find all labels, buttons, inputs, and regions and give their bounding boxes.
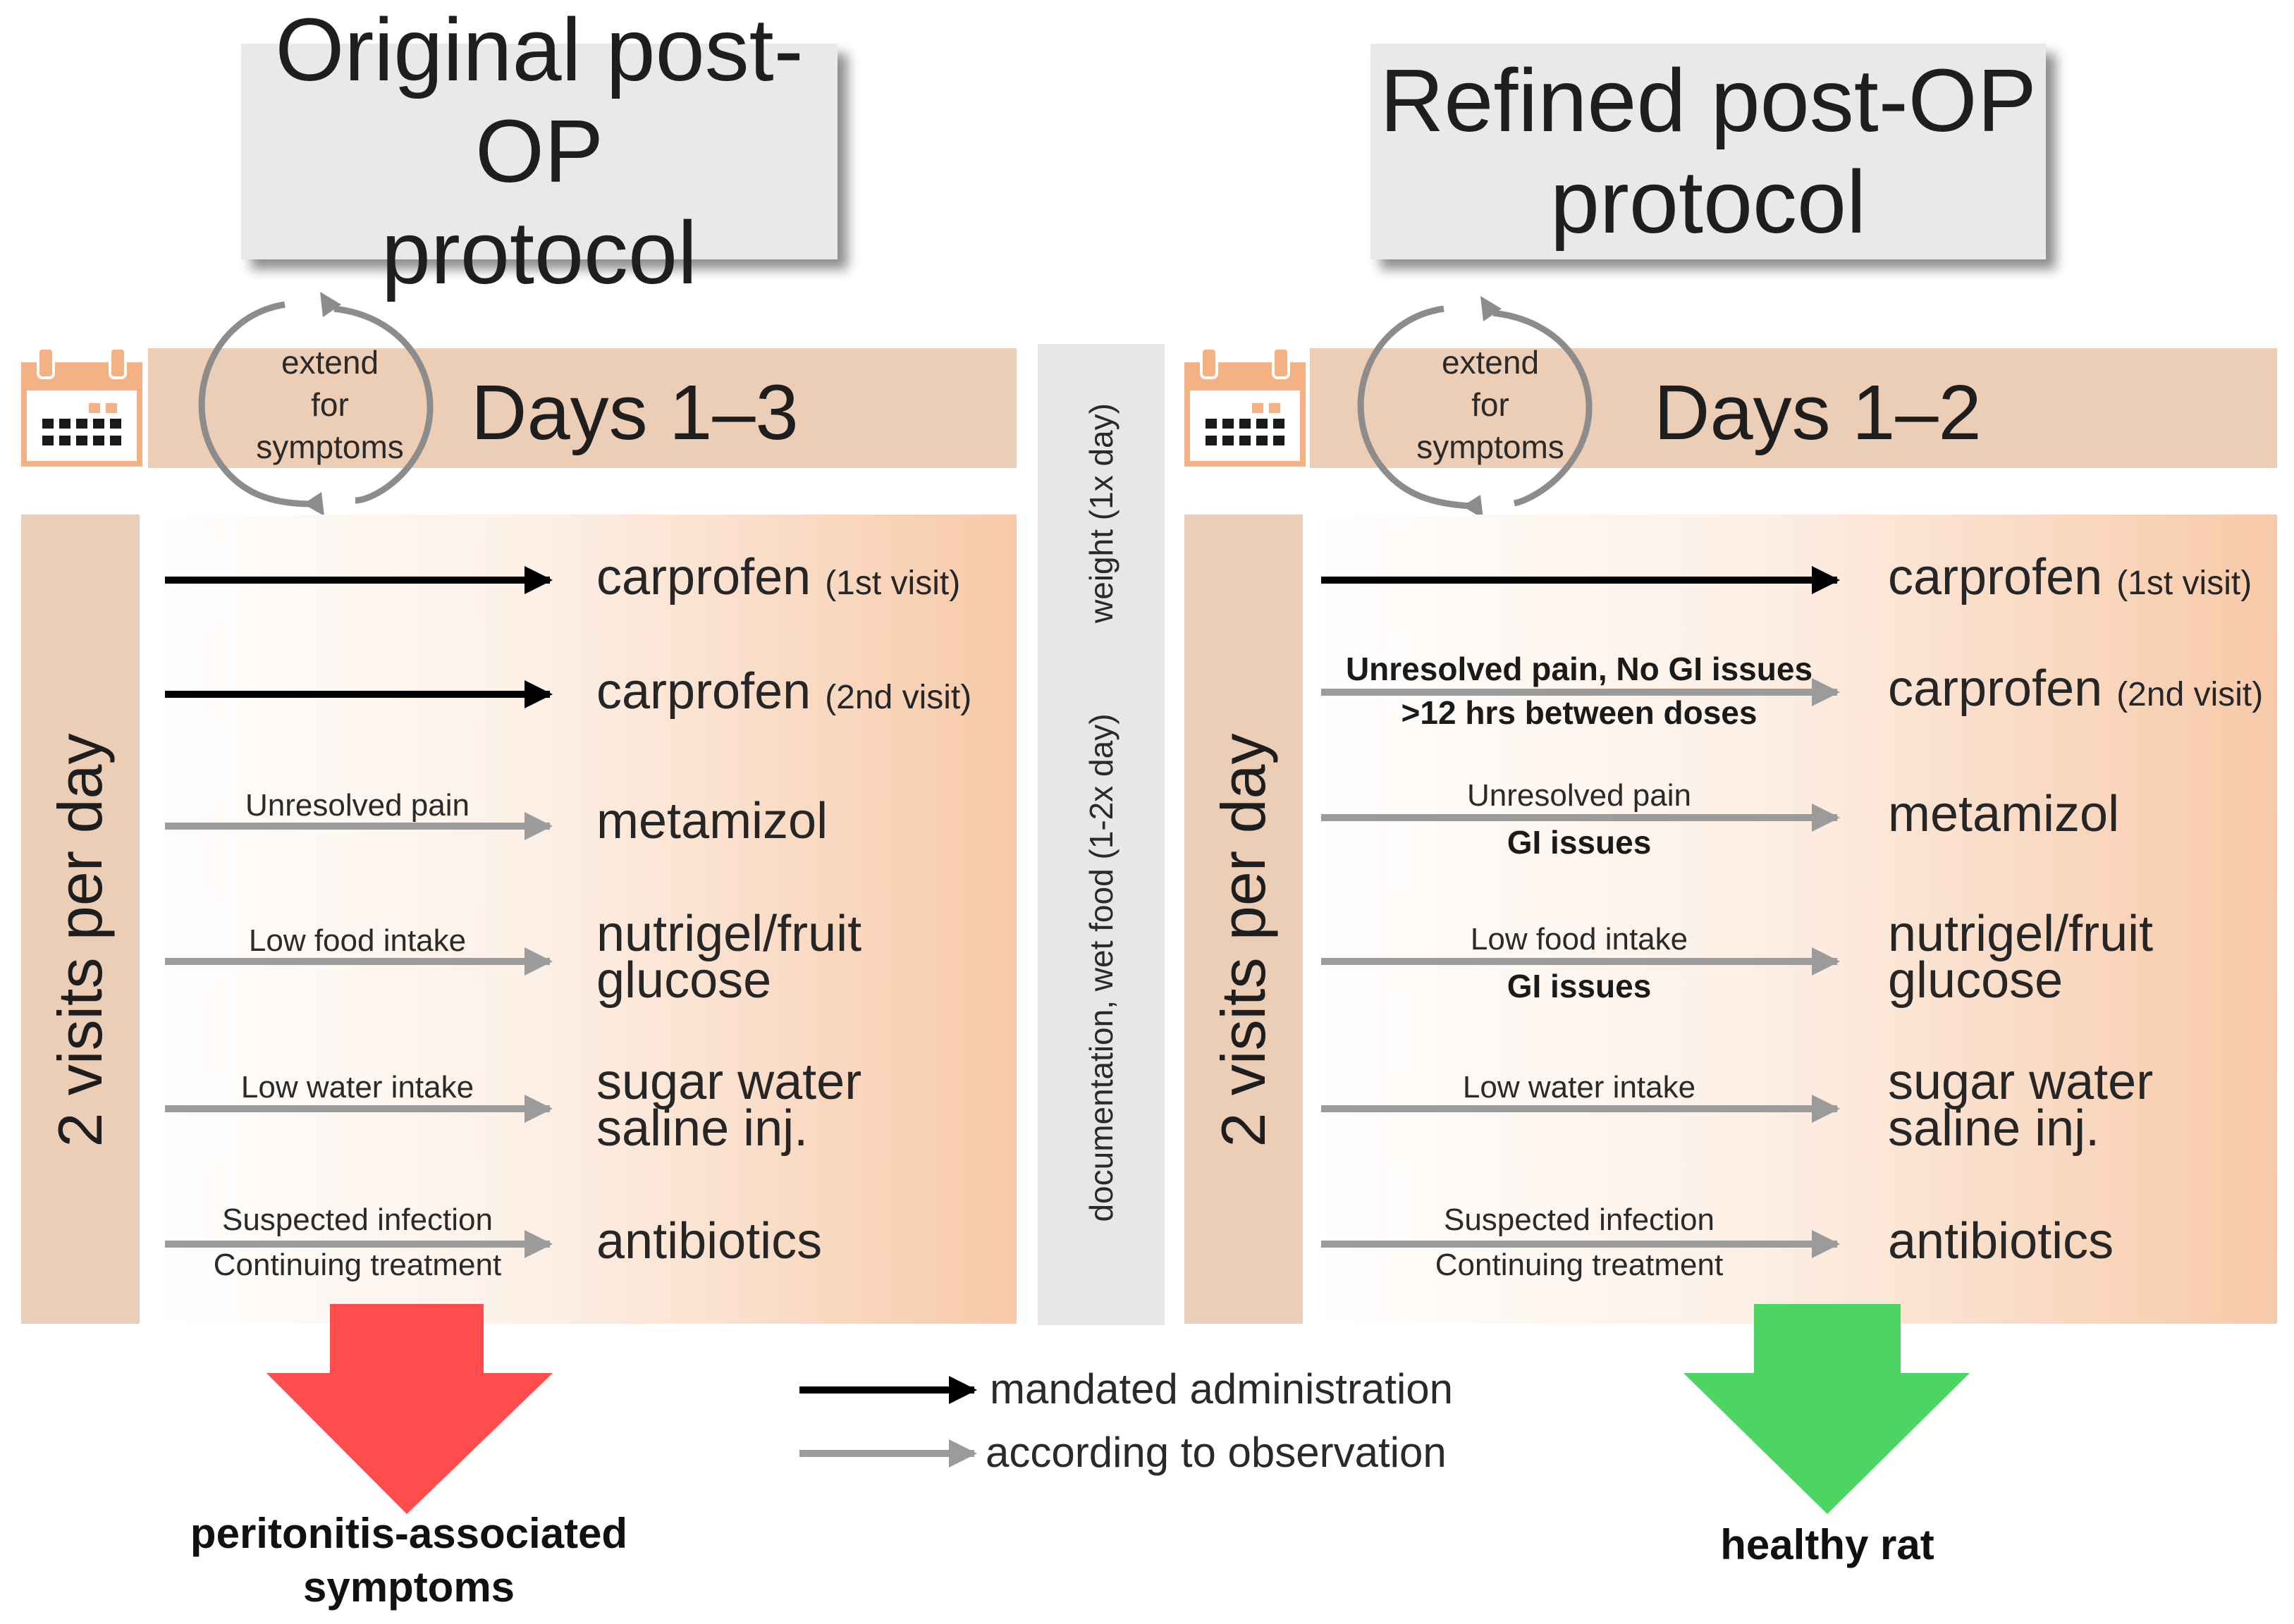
cond-line2: Continuing treatment xyxy=(213,1248,502,1282)
outcome-line2: symptoms xyxy=(302,1563,515,1611)
right-drug-carprofen-2: carprofen (2nd visit) xyxy=(1888,663,2264,718)
documentation-bar: weight (1x day) documentation, wet food … xyxy=(1038,344,1165,1325)
drug-line2: glucose xyxy=(1888,952,2063,1009)
legend-mandated-label: mandated administration xyxy=(990,1365,1454,1413)
right-cond-water: Low water intake xyxy=(1462,1070,1696,1105)
right-title-box: Refined post-OP protocol xyxy=(1370,44,2046,259)
cond-line1: Suspected infection xyxy=(1443,1202,1715,1237)
drug-visit: (2nd visit) xyxy=(2116,676,2264,713)
cond-line2: Continuing treatment xyxy=(1435,1248,1724,1282)
left-drug-antibiotics: antibiotics xyxy=(596,1213,823,1269)
right-drug-sugarwater: sugar water saline inj. xyxy=(1888,1054,2154,1157)
left-title-line1: Original post-OP xyxy=(275,0,804,201)
left-drug-sugarwater: sugar water saline inj. xyxy=(596,1054,862,1157)
right-drug-nutrigel: nutrigel/fruit glucose xyxy=(1888,906,2154,1009)
left-title-box: Original post-OP protocol xyxy=(241,0,838,302)
right-visits-bar: 2 visits per day xyxy=(1184,515,1303,1324)
left-days-bar xyxy=(148,348,1017,468)
drug-line1: nutrigel/fruit xyxy=(1888,906,2154,962)
drug-line1: nutrigel/fruit xyxy=(596,906,862,962)
extend-line3: symptoms xyxy=(256,429,404,465)
left-days-label: Days 1–3 xyxy=(471,369,799,456)
left-drug-carprofen-1: carprofen (1st visit) xyxy=(596,552,961,607)
drug-name: carprofen xyxy=(596,549,811,605)
good-outcome-arrow xyxy=(1683,1304,1970,1514)
cycle-arrows-icon xyxy=(1357,296,1593,519)
right-cond-pain: Unresolved pain xyxy=(1467,778,1691,813)
right-drug-antibiotics: antibiotics xyxy=(1888,1213,2114,1269)
right-cond-infection: Suspected infection Continuing treatment xyxy=(1321,1202,1837,1283)
bad-outcome-label: peritonitis-associated symptoms xyxy=(141,1507,677,1614)
right-extend-label: extend for symptoms xyxy=(1385,341,1596,468)
cond-line1: Suspected infection xyxy=(221,1202,493,1237)
drug-visit: (2nd visit) xyxy=(825,679,972,716)
right-drug-carprofen-1: carprofen (1st visit) xyxy=(1888,552,2252,607)
drug-line2: glucose xyxy=(596,952,772,1009)
extend-line2: for xyxy=(1471,386,1509,423)
good-outcome-label: healthy rat xyxy=(1720,1521,1934,1568)
left-drug-nutrigel: nutrigel/fruit glucose xyxy=(596,906,862,1009)
calendar-icon xyxy=(21,347,142,467)
right-title-line2: protocol xyxy=(1550,152,1867,252)
left-title-line2: protocol xyxy=(381,203,698,302)
left-visits-bar: 2 visits per day xyxy=(21,515,140,1324)
drug-line2: saline inj. xyxy=(1888,1100,2100,1157)
drug-visit: (1st visit) xyxy=(825,565,961,602)
drug-visit: (1st visit) xyxy=(2116,565,2252,602)
right-cond-carprofen-2: Unresolved pain, No GI issues >12 hrs be… xyxy=(1321,650,1837,732)
drug-line1: sugar water xyxy=(596,1054,862,1110)
left-cond-food: Low food intake xyxy=(248,923,467,958)
cycle-arrows-icon xyxy=(198,292,434,516)
right-days-label: Days 1–2 xyxy=(1654,369,1982,456)
left-extend-label: extend for symptoms xyxy=(224,341,436,468)
drug-line1: sugar water xyxy=(1888,1054,2154,1110)
cond-line1: Unresolved pain, No GI issues xyxy=(1345,651,1813,687)
extend-line1: extend xyxy=(281,344,379,381)
left-cond-water: Low water intake xyxy=(240,1070,474,1105)
right-cond-food-gi: GI issues xyxy=(1507,968,1652,1004)
left-cond-infection: Suspected infection Continuing treatment xyxy=(165,1202,550,1283)
bad-outcome-arrow xyxy=(266,1304,553,1514)
drug-line2: saline inj. xyxy=(596,1100,809,1157)
extend-line3: symptoms xyxy=(1416,429,1564,465)
right-cond-food: Low food intake xyxy=(1470,922,1688,956)
calendar-icon xyxy=(1184,347,1306,467)
left-protocol-panel xyxy=(148,515,1017,1324)
right-protocol-panel xyxy=(1310,515,2277,1324)
cond-line2: >12 hrs between doses xyxy=(1401,694,1758,731)
extend-line1: extend xyxy=(1441,344,1540,381)
drug-name: carprofen xyxy=(1888,660,2103,717)
right-cond-pain-gi: GI issues xyxy=(1507,824,1652,861)
left-drug-carprofen-2: carprofen (2nd visit) xyxy=(596,666,972,721)
extend-line2: for xyxy=(311,386,349,423)
right-title-line1: Refined post-OP xyxy=(1380,51,2037,150)
legend-observation-label: according to observation xyxy=(986,1429,1447,1476)
drug-name: carprofen xyxy=(1888,549,2103,605)
left-cond-pain: Unresolved pain xyxy=(245,788,470,823)
right-days-bar xyxy=(1310,348,2277,468)
right-drug-metamizol: metamizol xyxy=(1888,786,2120,842)
outcome-line1: peritonitis-associated xyxy=(190,1510,628,1557)
left-drug-metamizol: metamizol xyxy=(596,793,828,849)
drug-name: carprofen xyxy=(596,663,811,720)
